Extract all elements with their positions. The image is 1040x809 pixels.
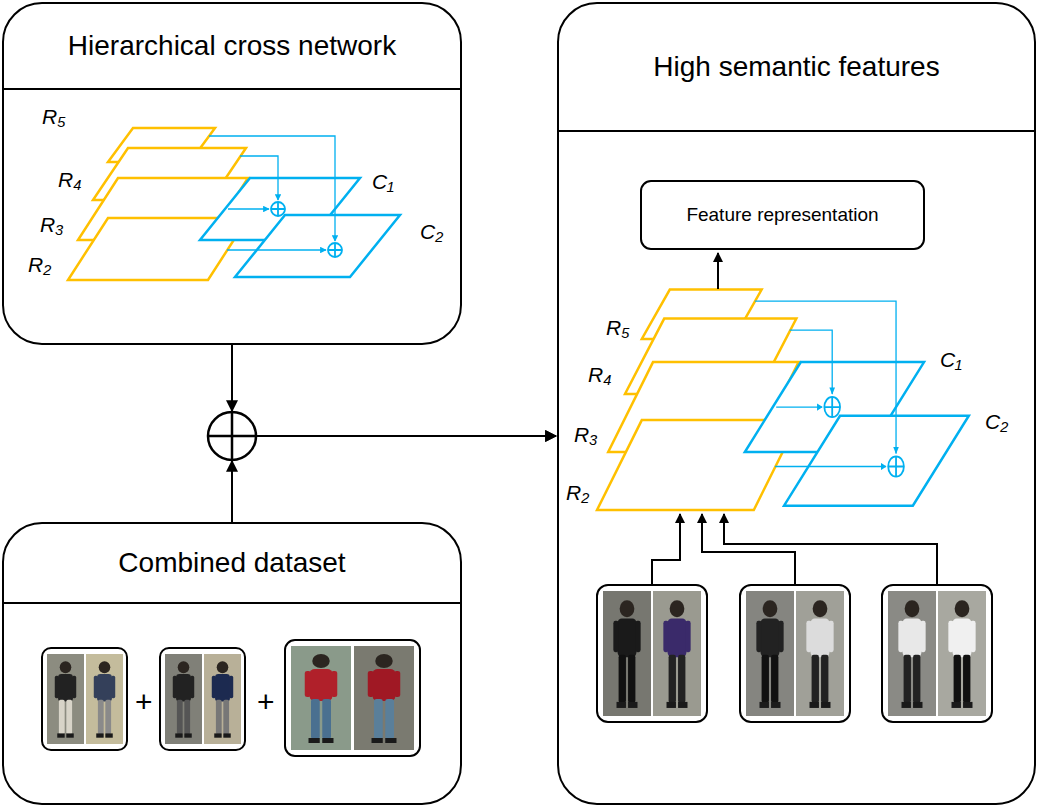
connector-line bbox=[231, 461, 233, 522]
merge-connector bbox=[232, 436, 556, 522]
panel-header: High semantic features bbox=[559, 4, 1034, 132]
connector-line bbox=[231, 345, 233, 411]
panel-box: High semantic featuresFeature representa… bbox=[557, 2, 1036, 805]
plus-sign: + bbox=[135, 685, 153, 719]
image-pair bbox=[285, 640, 420, 756]
layer-label: C₂ bbox=[420, 220, 443, 244]
layer-label: R₂ bbox=[566, 481, 589, 504]
output-arrow bbox=[717, 253, 719, 289]
layer-label: R₅ bbox=[42, 105, 66, 129]
plus-sign: + bbox=[257, 685, 275, 719]
layer-label: R₂ bbox=[28, 253, 51, 276]
layer-label: R₅ bbox=[42, 105, 66, 128]
connector-line bbox=[257, 435, 556, 437]
layer-label: R₃ bbox=[40, 213, 64, 236]
image-pair bbox=[160, 648, 245, 750]
image-pair bbox=[597, 585, 707, 722]
hierarchical-network-drawing bbox=[597, 290, 969, 510]
layer-label: C₂ bbox=[985, 410, 1008, 434]
plus-sign: + bbox=[257, 685, 275, 718]
layer-label: R₂ bbox=[28, 253, 51, 277]
panel-title: Hierarchical cross network bbox=[68, 30, 396, 62]
layer-label: R₃ bbox=[574, 423, 598, 446]
panel-header: Hierarchical cross network bbox=[4, 4, 460, 90]
layer-label: C₂ bbox=[420, 220, 443, 243]
merge-connector bbox=[232, 345, 556, 436]
layer-label: R₄ bbox=[58, 168, 82, 191]
process-box: Feature representation bbox=[640, 180, 925, 250]
panel-header: Combined dataset bbox=[4, 524, 460, 604]
layer-label: R₄ bbox=[588, 363, 612, 387]
layer-label: C₂ bbox=[985, 410, 1008, 433]
hierarchical-network-drawing bbox=[68, 128, 400, 280]
layer-label: C₁ bbox=[372, 170, 394, 193]
panel-title: High semantic features bbox=[653, 51, 939, 83]
layer-label: C₁ bbox=[940, 348, 962, 371]
layer-label: C₁ bbox=[940, 348, 962, 372]
input-arrows bbox=[652, 514, 937, 585]
layer-label: R₃ bbox=[40, 213, 64, 237]
layer-label: R₂ bbox=[566, 481, 589, 505]
connector-line bbox=[257, 435, 556, 437]
layer-label: R₃ bbox=[574, 423, 598, 447]
image-pair bbox=[882, 585, 992, 722]
panel-title: Combined dataset bbox=[118, 547, 345, 579]
box-label: Feature representation bbox=[686, 204, 878, 226]
layer-label: R₅ bbox=[606, 316, 630, 339]
panel-box: Combined dataset bbox=[2, 522, 462, 805]
image-pair bbox=[740, 585, 850, 722]
layer-label: R₄ bbox=[588, 363, 612, 386]
layer-label: R₅ bbox=[606, 316, 630, 340]
plus-sign: + bbox=[135, 685, 153, 718]
layer-label: C₁ bbox=[372, 170, 394, 194]
merge-symbol bbox=[208, 412, 256, 460]
layer-label: R₄ bbox=[58, 168, 82, 192]
image-pair bbox=[42, 648, 127, 750]
